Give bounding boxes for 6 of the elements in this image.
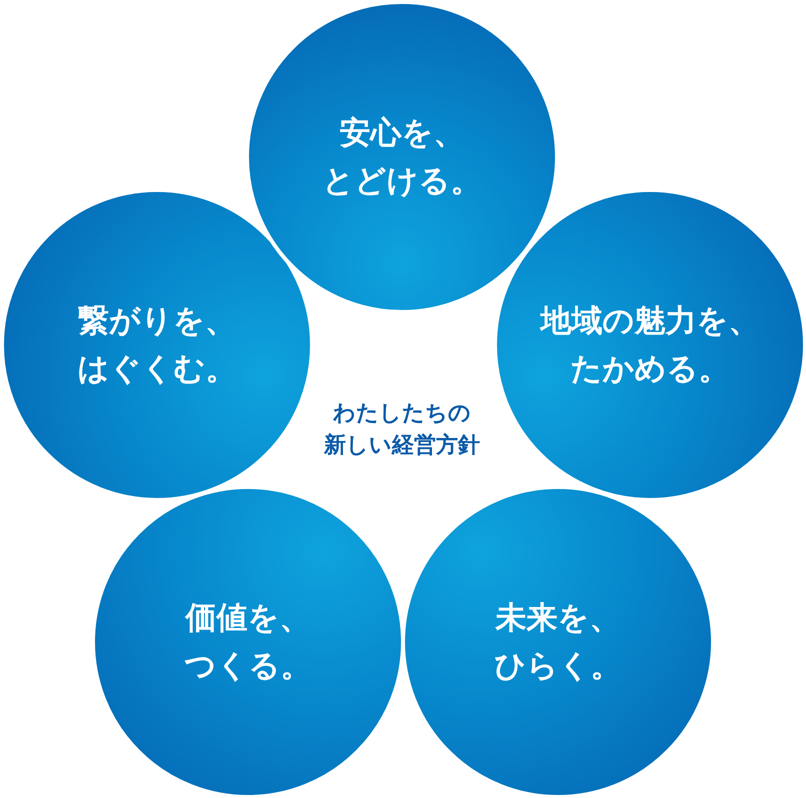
circle-text: 地域の魅力を、たかめる。 [540, 302, 760, 389]
circle-text: 安心を、とどける。 [322, 114, 482, 201]
circle-text: 価値を、つくる。 [184, 599, 312, 686]
center-heading: わたしたちの新しい経営方針 [322, 400, 481, 460]
circle-text: 繋がりを、はぐくむ。 [78, 302, 236, 389]
circle-text: 未来を、ひらく。 [494, 599, 622, 686]
